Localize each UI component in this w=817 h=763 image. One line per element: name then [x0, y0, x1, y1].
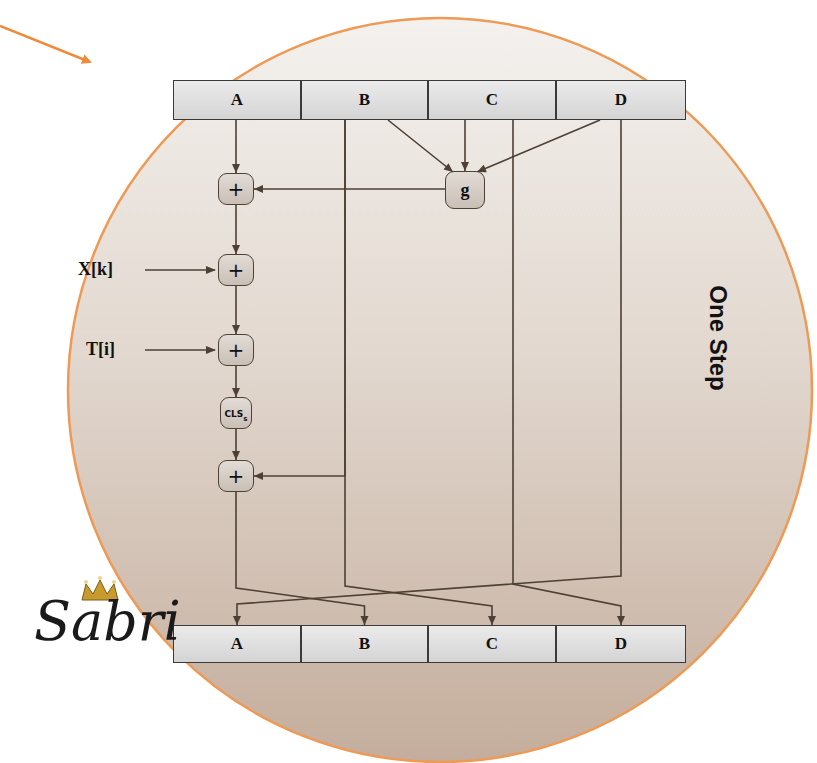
flow-connector — [233, 120, 621, 625]
node-label: B — [359, 634, 370, 653]
text-group: A — [231, 90, 243, 110]
arrowhead — [232, 451, 240, 460]
flow-connector — [254, 120, 345, 480]
adder-box: + — [218, 254, 254, 286]
flow-connector — [388, 120, 453, 172]
connector-line — [388, 120, 453, 172]
connector-line — [254, 188, 445, 190]
text-group: + — [228, 177, 245, 201]
adder-box: + — [218, 334, 254, 366]
input-arrow — [145, 269, 215, 271]
text-group: B — [359, 90, 370, 110]
register-cell: B — [301, 625, 428, 663]
arrowhead — [488, 616, 496, 625]
flow-connector — [513, 120, 625, 625]
node-label: g — [461, 180, 470, 200]
flow-connector — [345, 120, 496, 625]
pointer-arrow — [0, 26, 90, 62]
connector-line — [237, 120, 621, 625]
arrowhead — [254, 472, 263, 480]
node-label: CLS — [225, 409, 244, 419]
text-group: D — [615, 634, 627, 654]
text-group: g — [461, 180, 470, 201]
flow-connector — [477, 120, 600, 172]
flow-connector — [232, 120, 240, 173]
shift-box: CLSs — [220, 397, 252, 429]
text-group: D — [615, 90, 627, 110]
function-box: g — [445, 171, 485, 209]
flow-connector — [461, 120, 469, 171]
register-cell: C — [428, 80, 556, 120]
connector-line — [513, 120, 621, 625]
node-label: + — [228, 258, 245, 282]
arrowhead — [361, 616, 369, 625]
input-label: X[k] — [78, 259, 113, 280]
node-label: A — [231, 634, 243, 653]
arrowhead — [232, 164, 240, 173]
text-group: C — [486, 90, 498, 110]
input-arrow — [145, 349, 215, 351]
node-label: + — [228, 177, 245, 201]
node-label: C — [486, 90, 498, 109]
flow-connector — [232, 366, 240, 397]
register-cell: D — [556, 80, 686, 120]
arrowhead — [232, 388, 240, 397]
node-label: B — [359, 90, 370, 109]
text-group: + — [228, 464, 245, 488]
flow-connector — [232, 429, 240, 460]
input-label: T[i] — [86, 339, 115, 360]
register-cell: A — [173, 625, 301, 663]
connector-line — [477, 120, 600, 172]
text-group: B — [359, 634, 370, 654]
side-title: One Step — [704, 285, 732, 390]
register-cell: A — [173, 80, 301, 120]
flow-connector — [232, 286, 240, 334]
node-label: + — [228, 464, 245, 488]
adder-box: + — [218, 460, 254, 492]
text-group: A — [231, 634, 243, 654]
flow-connector — [254, 185, 445, 193]
subscript: s — [243, 416, 247, 424]
node-label: C — [486, 634, 498, 653]
node-label: A — [231, 90, 243, 109]
connector-line — [254, 120, 345, 476]
arrowhead — [233, 616, 241, 625]
text-group: + — [228, 338, 245, 362]
connector-line — [345, 120, 492, 625]
node-label: D — [615, 90, 627, 109]
text-group: C — [486, 634, 498, 654]
arrowhead — [232, 325, 240, 334]
flow-connector — [236, 492, 369, 625]
node-label: + — [228, 338, 245, 362]
watermark: Sabri — [34, 590, 181, 653]
register-cell: B — [301, 80, 428, 120]
arrowhead — [254, 185, 263, 193]
flow-connector — [232, 205, 240, 254]
node-label: D — [615, 634, 627, 653]
text-group: + — [228, 258, 245, 282]
register-cell: C — [428, 625, 556, 663]
arrowhead — [232, 245, 240, 254]
text-group: CLSs — [225, 402, 248, 423]
register-cell: D — [556, 625, 686, 663]
arrowhead — [461, 162, 469, 171]
arrowhead — [617, 616, 625, 625]
adder-box: + — [218, 173, 254, 205]
